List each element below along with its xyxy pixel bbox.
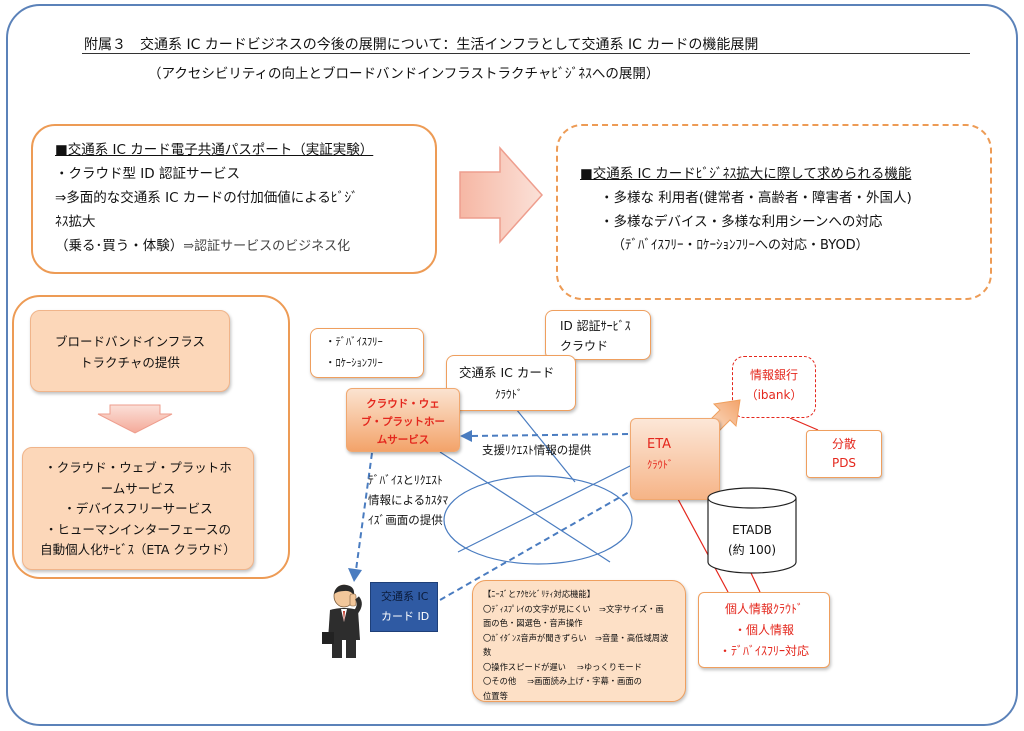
etadb-line-1: ETADB (732, 523, 772, 537)
id-auth-line-1: ID 認証ｻｰﾋﾞｽ (560, 319, 631, 333)
card-line-1: 交通系 IC (381, 590, 429, 603)
passport-line-1: ・クラウド型 ID 認証サービス (55, 166, 240, 182)
passport-line-4: （乗る･買う・体験）⇒認証サービスのビジネス化 (55, 234, 421, 259)
ic-cloud-line-2: ｸﾗｳﾄﾞ (495, 388, 523, 401)
needs-box: 【ﾆｰｽﾞとｱｸｾｼﾋﾞﾘﾃｨ対応機能】 〇ﾃﾞｨｽﾌﾟﾚｲの文字が見にくい ⇒… (472, 580, 686, 702)
platform-line-2: ブ・プラットホー (361, 416, 445, 428)
page-subtitle: （アクセシビリティの向上とブロードバンドインフラストラクチャﾋﾞｼﾞﾈｽへの展開… (148, 66, 660, 82)
down-arrow-icon (97, 404, 173, 434)
info-bank-box: 情報銀行 （ibank） (732, 356, 816, 418)
eta-line-2: ｸﾗｳﾄﾞ (647, 459, 674, 471)
passport-heading: ■交通系 IC カード電子共通パスポート（実証実験） (55, 142, 374, 158)
etadb-label: ETADB (約 100) (706, 520, 798, 560)
customize-label: ﾃﾞﾊﾞｲｽとﾘｸｴｽﾄ 情報によるｶｽﾀﾏ ｲｽﾞ画面の提供 (368, 470, 448, 530)
services-line-1: ・クラウド・ウェブ・プラットホ (44, 460, 232, 475)
passport-line-3: ﾈｽ拡大 (55, 214, 96, 230)
ic-card-cloud-box: 交通系 IC カード ｸﾗｳﾄﾞ (446, 355, 576, 411)
info-bank-line-1: 情報銀行 (749, 368, 798, 382)
needs-line-5: 〇操作スピードが遅い ⇒ゆっくりモード (483, 661, 642, 672)
database-icon (707, 487, 797, 574)
id-auth-line-2: クラウド (560, 339, 609, 353)
page-title: 附属３ 交通系 IC カードビジネスの今後の展開について：生活インフラとして交通… (84, 37, 759, 53)
passport-line-4b: ⇒認証サービスのビジネス化 (183, 239, 351, 254)
platform-line-3: ムサービス (376, 434, 430, 446)
needs-line-7: 位置等 (483, 690, 508, 701)
customize-line-2: 情報によるｶｽﾀﾏ (368, 493, 449, 507)
requirements-line-3: （ﾃﾞﾊﾞｲｽﾌﾘｰ・ﾛｹｰｼｮﾝﾌﾘｰへの対応・BYOD） (612, 238, 869, 253)
etadb-line-2: (約 100) (727, 543, 777, 557)
info-bank-line-2: （ibank） (745, 388, 803, 402)
businessman-icon (322, 584, 362, 658)
services-line-3: ・デバイスフリーサービス (63, 501, 213, 516)
right-arrow-icon (459, 146, 544, 244)
needs-line-4: 数 (483, 647, 492, 657)
passport-line-2: ⇒多面的な交通系 IC カードの付加価値によるﾋﾞｼﾞ (55, 190, 358, 206)
customize-line-1: ﾃﾞﾊﾞｲｽとﾘｸｴｽﾄ (368, 473, 443, 487)
id-auth-cloud-box: ID 認証ｻｰﾋﾞｽ クラウド (545, 310, 651, 360)
requirements-heading: ■交通系 IC カードﾋﾞｼﾞﾈｽ拡大に際して求められる機能 (580, 166, 912, 182)
services-line-2: ームサービス (100, 480, 176, 496)
pds-line-1: 分散 (831, 437, 856, 451)
card-line-2: カード ID (381, 610, 430, 623)
personal-line-2: ・個人情報 (733, 623, 794, 637)
personal-line-1: 個人情報ｸﾗｳﾄﾞ (724, 602, 803, 616)
pds-line-2: PDS (831, 456, 857, 470)
platform-line-1: クラウド・ウェ (366, 398, 440, 410)
ic-card: 交通系 IC カード ID (370, 582, 438, 632)
requirements-line-2: ・多様なデバイス・多様な利用シーンへの対応 (600, 214, 883, 230)
passport-box: ■交通系 IC カード電子共通パスポート（実証実験） ・クラウド型 ID 認証サ… (31, 124, 437, 274)
needs-line-6: 〇その他 ⇒画面読み上げ・字幕・画面の (483, 676, 642, 686)
services-line-4: ・ヒューマンインターフェースの (44, 521, 232, 537)
device-free-line-1: ・ﾃﾞﾊﾞｲｽﾌﾘｰ (325, 336, 383, 348)
needs-line-3: 〇ｶﾞｲﾀﾞﾝｽ音声が聞きずらい ⇒音量・高低域周波 (483, 632, 669, 643)
passport-line-4a: （乗る･買う・体験） (55, 238, 184, 254)
requirements-line-1: ・多様な 利用者(健常者・高齢者・障害者・外国人) (600, 190, 912, 206)
broadband-box: ブロードバンドインフラス トラクチャの提供 (30, 310, 230, 392)
eta-line-1: ETA (647, 437, 672, 452)
ic-cloud-line-1: 交通系 IC カード (459, 365, 555, 380)
outer-frame (6, 4, 1018, 726)
customize-line-3: ｲｽﾞ画面の提供 (368, 513, 443, 527)
broadband-line-2: トラクチャの提供 (80, 355, 180, 370)
needs-heading: 【ﾆｰｽﾞとｱｸｾｼﾋﾞﾘﾃｨ対応機能】 (483, 589, 596, 599)
support-label: 支援ﾘｸｴｽﾄ情報の提供 (482, 443, 592, 457)
broadband-line-1: ブロードバンドインフラス (54, 334, 205, 349)
needs-line-1: 〇ﾃﾞｨｽﾌﾟﾚｲの文字が見にくい ⇒文字サイズ・画 (483, 603, 664, 614)
device-free-box: ・ﾃﾞﾊﾞｲｽﾌﾘｰ ・ﾛｹｰｼｮﾝﾌﾘｰ (310, 328, 424, 378)
services-line-5: 自動個人化ｻｰﾋﾞｽ（ETA クラウド） (40, 542, 236, 557)
device-free-line-2: ・ﾛｹｰｼｮﾝﾌﾘｰ (325, 357, 383, 369)
requirements-box: ■交通系 IC カードﾋﾞｼﾞﾈｽ拡大に際して求められる機能 ・多様な 利用者(… (556, 124, 992, 300)
title-rule (82, 53, 970, 54)
personal-line-3: ・ﾃﾞﾊﾞｲｽﾌﾘｰ対応 (718, 644, 809, 658)
personal-info-box: 個人情報ｸﾗｳﾄﾞ ・個人情報 ・ﾃﾞﾊﾞｲｽﾌﾘｰ対応 (698, 592, 830, 668)
services-box: ・クラウド・ウェブ・プラットホ ームサービス ・デバイスフリーサービス ・ヒュー… (22, 447, 254, 570)
eta-cloud-box: ETA ｸﾗｳﾄﾞ (630, 418, 720, 500)
pds-box: 分散 PDS (806, 430, 882, 478)
platform-service-box: クラウド・ウェ ブ・プラットホー ムサービス (346, 388, 460, 452)
needs-line-2: 面の色・図選色・音声操作 (483, 618, 583, 628)
